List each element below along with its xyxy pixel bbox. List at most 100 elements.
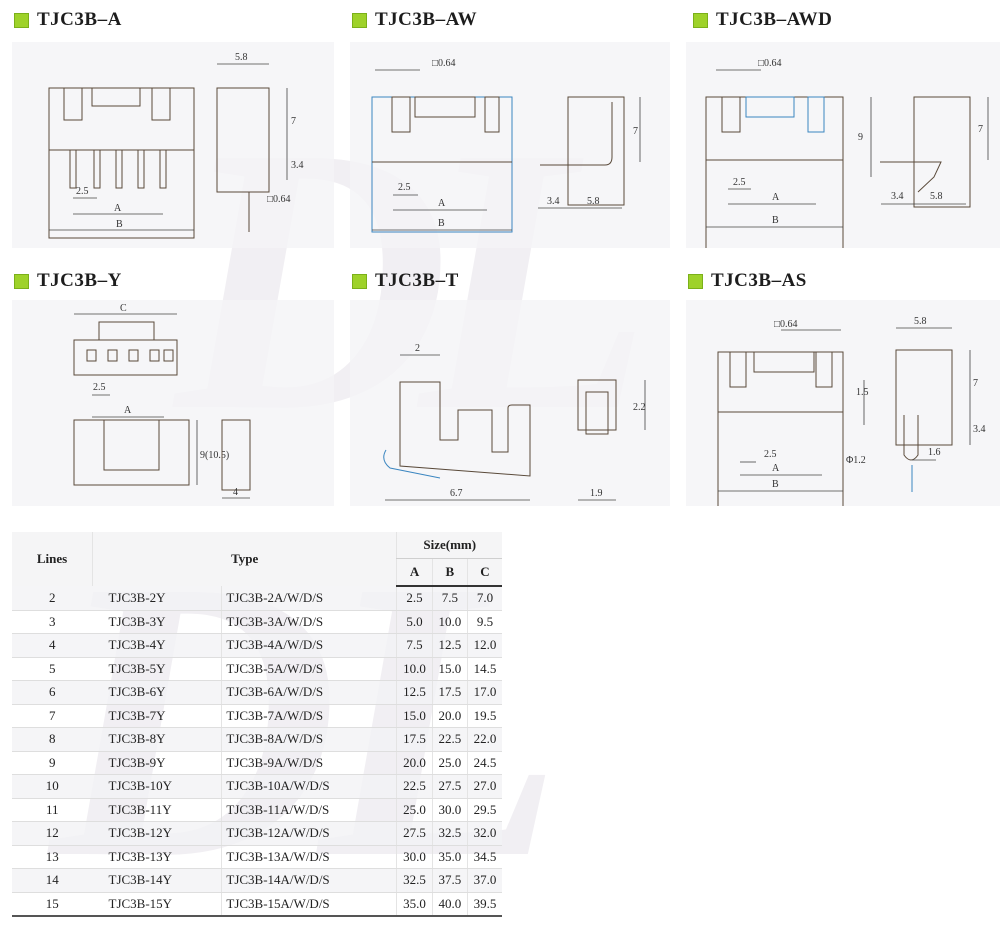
cell-size-c: 39.5 (466, 892, 502, 917)
cell-type-a: TJC3B-12A/W/D/S (221, 821, 397, 846)
connector-drawing-as: □0.64 1.5 2.5 A B Φ1.2 5.8 7 3.4 1.6 (717, 316, 986, 506)
cell-type-a: TJC3B-14A/W/D/S (221, 868, 397, 893)
green-square-icon (693, 12, 708, 28)
cell-size-a: 10.0 (396, 657, 433, 681)
svg-text:3.4: 3.4 (547, 196, 560, 207)
panel-title-text: TJC3B–A (37, 9, 122, 30)
cell-size-c: 32.0 (466, 821, 502, 846)
cell-size-a: 17.5 (396, 727, 433, 752)
cell-type-y: TJC3B-11Y (92, 798, 223, 822)
svg-text:7: 7 (973, 378, 978, 389)
cell-size-a: 7.5 (396, 633, 433, 658)
header-type: Type (91, 532, 397, 586)
cell-size-a: 35.0 (396, 892, 433, 917)
cell-size-c: 24.5 (466, 751, 502, 775)
cell-type-y: TJC3B-9Y (92, 751, 223, 775)
cell-size-a: 22.5 (396, 774, 433, 799)
svg-text:9(10.5): 9(10.5) (200, 450, 229, 461)
svg-text:5.8: 5.8 (930, 191, 943, 202)
panel-title-text: TJC3B–AWD (716, 9, 833, 30)
cell-type-a: TJC3B-9A/W/D/S (221, 751, 397, 775)
cell-size-a: 12.5 (396, 680, 433, 705)
panel-title-a: TJC3B–A (14, 9, 122, 31)
cell-size-c: 27.0 (466, 774, 502, 799)
cell-type-y: TJC3B-13Y (92, 845, 223, 869)
cell-type-a: TJC3B-8A/W/D/S (221, 727, 397, 752)
svg-text:A: A (772, 463, 780, 474)
cell-lines: 4 (12, 633, 93, 658)
svg-text:2.5: 2.5 (398, 182, 411, 193)
svg-text:1.9: 1.9 (590, 488, 603, 499)
cell-type-a: TJC3B-7A/W/D/S (221, 704, 397, 728)
cell-lines: 11 (12, 798, 93, 822)
panel-title-text: TJC3B–T (375, 270, 459, 291)
cell-lines: 3 (12, 610, 93, 634)
svg-text:5.8: 5.8 (587, 196, 600, 207)
cell-lines: 2 (12, 586, 93, 611)
cell-size-b: 17.5 (431, 680, 468, 705)
svg-text:1.6: 1.6 (928, 447, 941, 458)
svg-text:B: B (772, 215, 779, 226)
svg-text:9: 9 (858, 132, 863, 143)
cell-type-y: TJC3B-6Y (92, 680, 223, 705)
cell-type-y: TJC3B-7Y (92, 704, 223, 728)
green-square-icon (352, 273, 367, 289)
cell-lines: 9 (12, 751, 93, 775)
cell-size-c: 19.5 (466, 704, 502, 728)
cell-size-b: 7.5 (431, 586, 468, 611)
cell-lines: 8 (12, 727, 93, 752)
cell-size-c: 14.5 (466, 657, 502, 681)
drawing-panel-a: 2.5 A B 5.8 7 3.4 □0.64 (12, 42, 334, 248)
panel-title-text: TJC3B–Y (37, 270, 122, 291)
svg-text:B: B (116, 219, 123, 230)
svg-text:□0.64: □0.64 (774, 319, 798, 330)
panel-title-text: TJC3B–AW (375, 9, 478, 30)
cell-size-a: 27.5 (396, 821, 433, 846)
panel-title-awd: TJC3B–AWD (693, 9, 832, 31)
cell-type-a: TJC3B-2A/W/D/S (221, 586, 397, 611)
cell-size-b: 20.0 (431, 704, 468, 728)
cell-size-c: 7.0 (466, 586, 502, 611)
header-lines: Lines (12, 532, 93, 586)
cell-size-c: 37.0 (466, 868, 502, 893)
cell-type-y: TJC3B-8Y (92, 727, 223, 752)
terminal-drawing-t: 2 6.7 2.2 1.9 (383, 343, 646, 501)
svg-text:□0.64: □0.64 (267, 194, 291, 205)
cell-type-y: TJC3B-14Y (92, 868, 223, 893)
svg-text:A: A (124, 405, 132, 416)
svg-text:2.5: 2.5 (764, 449, 777, 460)
cell-size-b: 32.5 (431, 821, 468, 846)
cell-type-y: TJC3B-12Y (92, 821, 223, 846)
cell-type-a: TJC3B-5A/W/D/S (221, 657, 397, 681)
panel-title-y: TJC3B–Y (14, 270, 122, 292)
svg-text:2.5: 2.5 (93, 382, 106, 393)
svg-text:6.7: 6.7 (450, 488, 463, 499)
panel-title-aw: TJC3B–AW (352, 9, 477, 31)
cell-size-c: 29.5 (466, 798, 502, 822)
svg-text:3.4: 3.4 (891, 191, 904, 202)
green-square-icon (688, 273, 703, 289)
cell-type-y: TJC3B-2Y (92, 586, 223, 611)
drawing-panel-as: □0.64 1.5 2.5 A B Φ1.2 5.8 7 3.4 1.6 (686, 300, 1000, 506)
cell-size-b: 35.0 (431, 845, 468, 869)
cell-type-y: TJC3B-10Y (92, 774, 223, 799)
svg-text:5.8: 5.8 (914, 316, 927, 327)
cell-size-b: 12.5 (431, 633, 468, 658)
cell-lines: 7 (12, 704, 93, 728)
header-c: C (466, 558, 502, 587)
svg-text:3.4: 3.4 (973, 424, 986, 435)
cell-size-b: 27.5 (431, 774, 468, 799)
cell-size-a: 20.0 (396, 751, 433, 775)
cell-size-a: 15.0 (396, 704, 433, 728)
cell-size-a: 2.5 (396, 586, 433, 611)
